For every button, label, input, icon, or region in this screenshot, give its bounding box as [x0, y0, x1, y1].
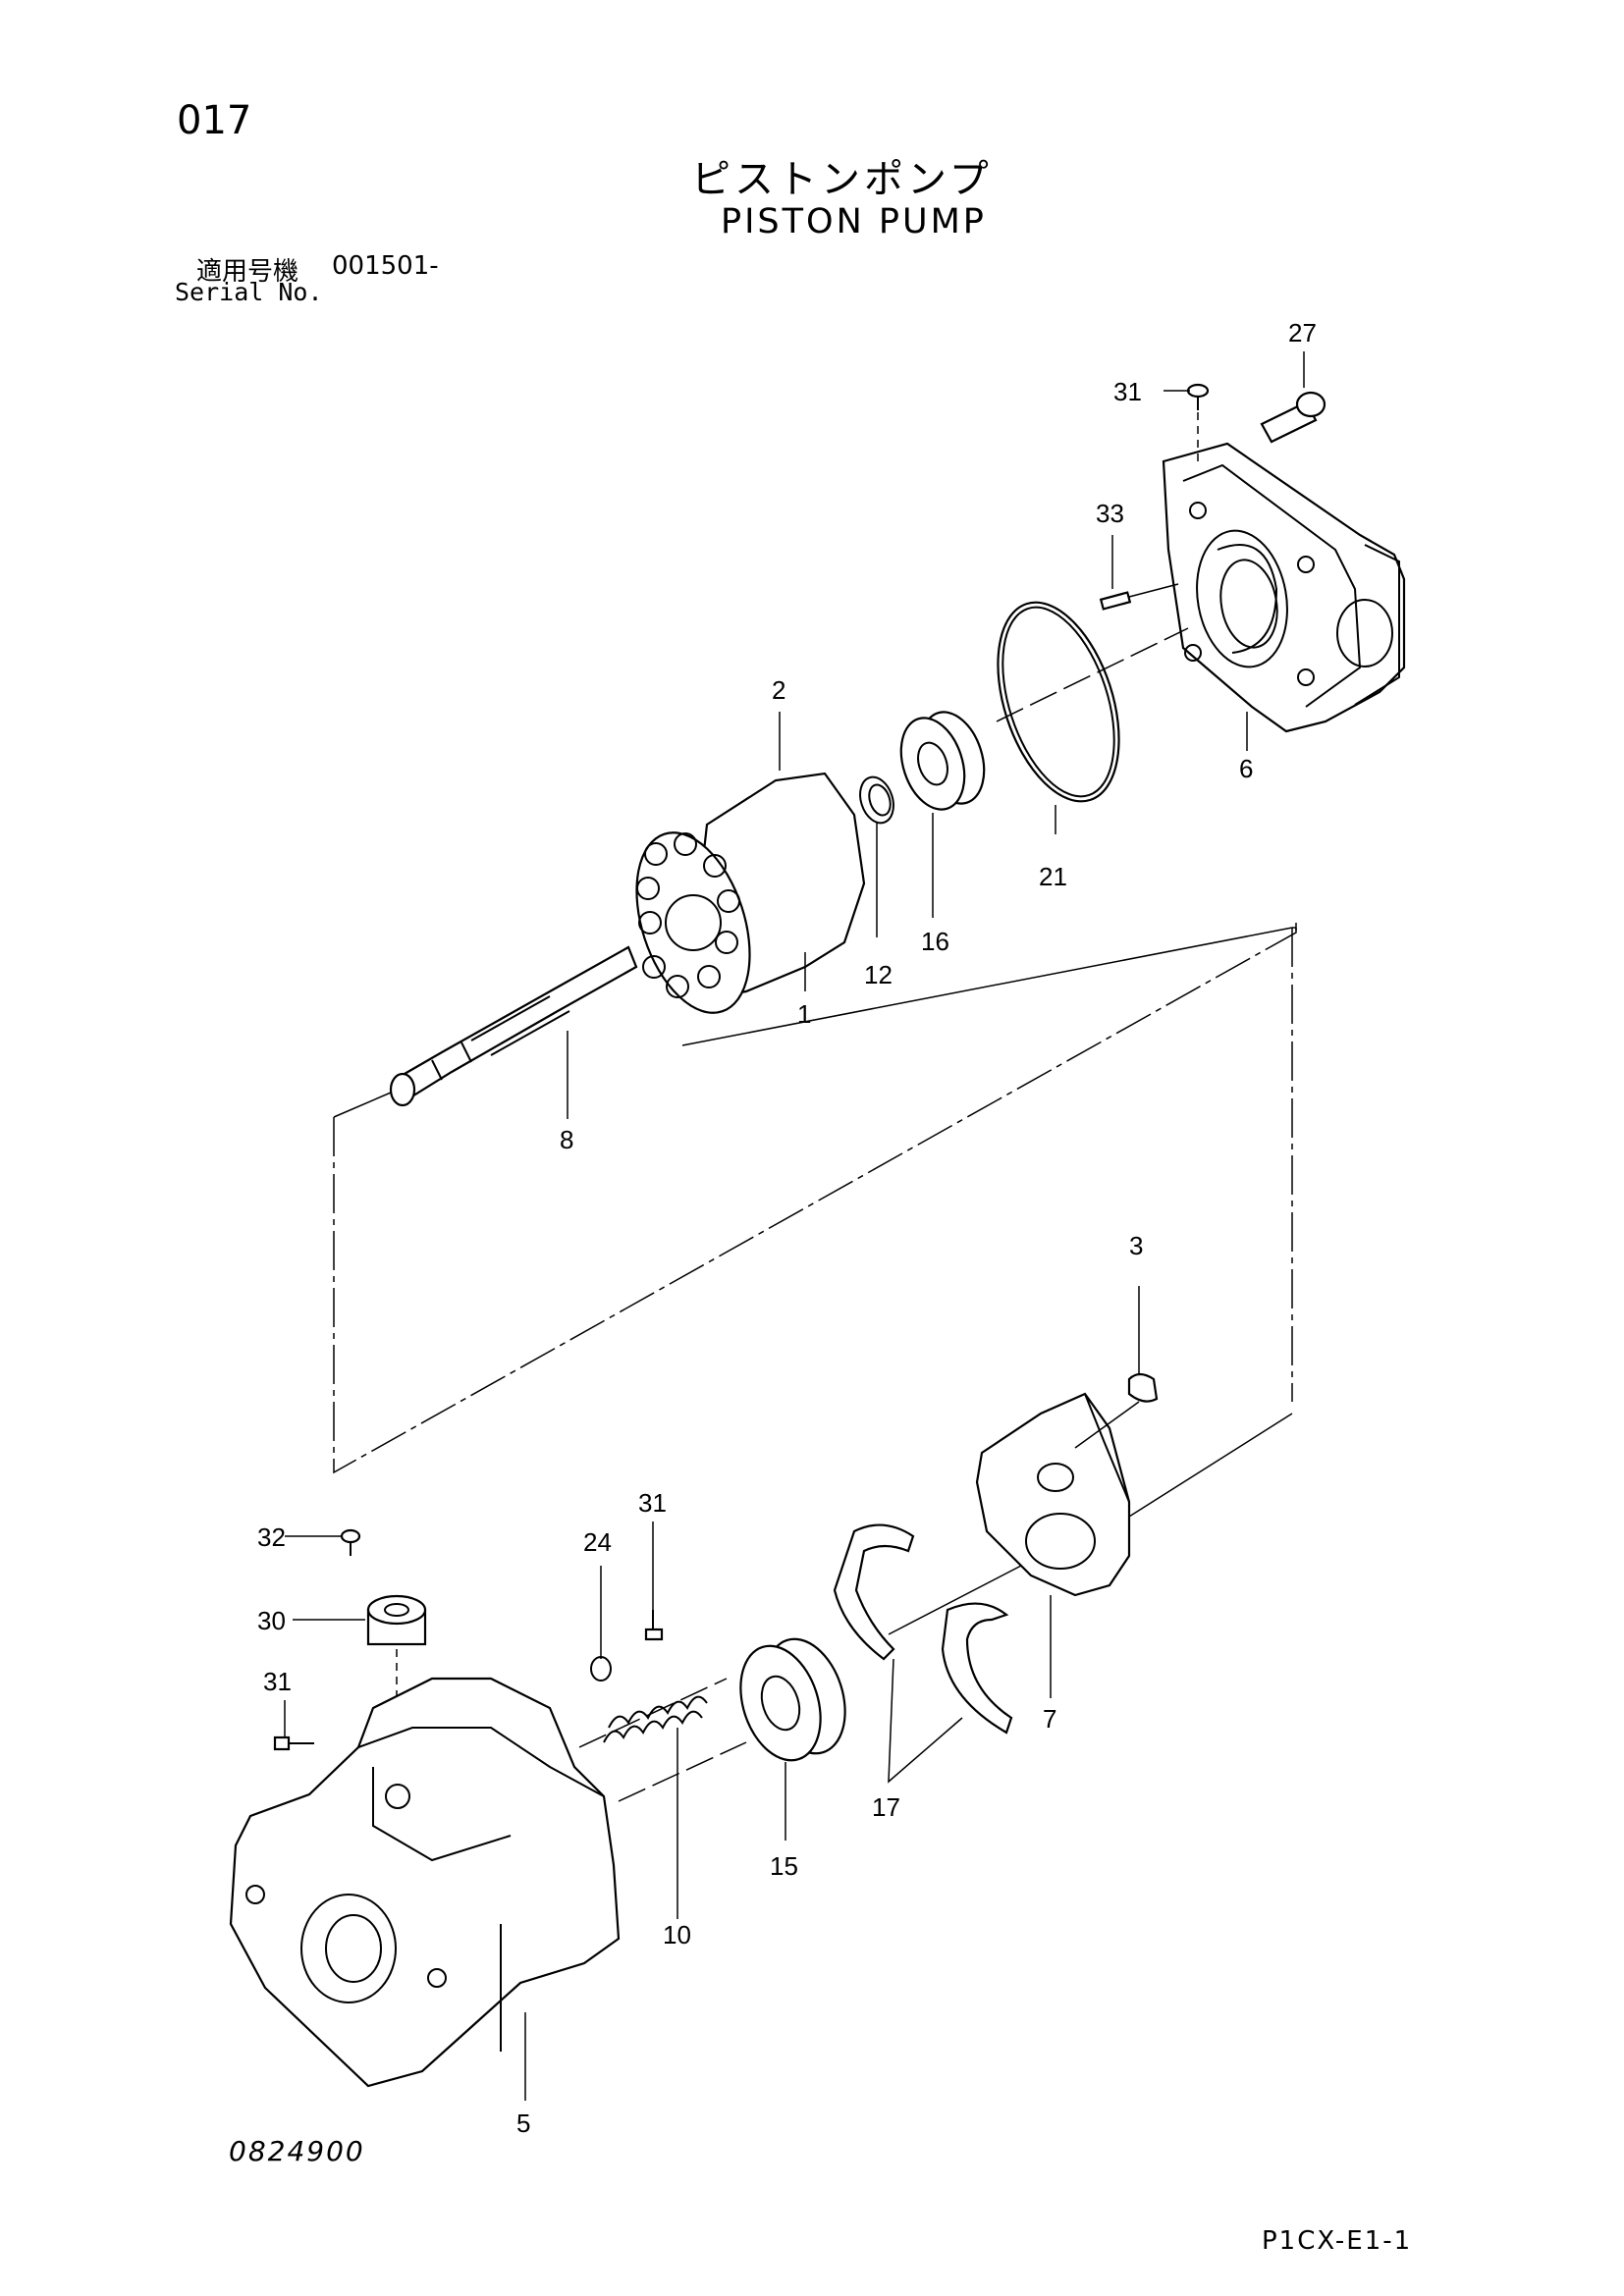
callout-1: 1 — [797, 999, 811, 1029]
callout-32: 32 — [257, 1522, 286, 1552]
part-7-swash-plate — [975, 1392, 1131, 1597]
callout-24: 24 — [583, 1527, 612, 1557]
callout-12: 12 — [864, 960, 893, 989]
callout-27: 27 — [1288, 318, 1317, 347]
part-21-oring — [997, 601, 1120, 803]
serial-value: 001501- — [332, 251, 439, 281]
callout-7: 7 — [1043, 1704, 1056, 1734]
title-japanese: ピストンポンプ — [691, 157, 993, 202]
callout-5: 5 — [516, 2109, 530, 2138]
callout-31-left: 31 — [263, 1667, 292, 1696]
part-2-cylinder-block — [635, 772, 866, 1014]
callout-30: 30 — [257, 1606, 286, 1635]
serial-label-english: Serial No. — [175, 278, 323, 306]
callout-labels: 27 31 33 6 21 2 12 16 1 8 3 32 24 31 30 … — [257, 318, 1317, 2138]
callout-33: 33 — [1096, 499, 1124, 528]
part-15-bearing — [739, 1637, 846, 1762]
callout-10: 10 — [663, 1920, 691, 1949]
part-12-snap-ring — [859, 775, 894, 825]
part-31-screw-mid — [644, 1610, 664, 1641]
part-3-ball — [1127, 1286, 1159, 1403]
callout-21: 21 — [1039, 862, 1067, 891]
part-31-screw-left — [273, 1735, 314, 1751]
part-32-screw — [340, 1528, 361, 1556]
title-english: PISTON PUMP — [721, 202, 987, 241]
sheet-code: P1CX-E1-1 — [1262, 2226, 1413, 2256]
part-27-bolt — [1260, 391, 1326, 444]
part-24-ring — [590, 1656, 612, 1682]
assembly-outline — [333, 923, 1297, 1474]
callout-16: 16 — [921, 927, 949, 956]
callout-8: 8 — [560, 1125, 573, 1154]
drawing-number: 0824900 — [229, 2135, 365, 2167]
leader-lines — [284, 351, 1305, 2101]
part-16-bearing — [899, 711, 986, 811]
part-10-spring — [603, 1695, 708, 1743]
part-17-shoe-upper — [833, 1523, 915, 1661]
part-5-housing — [229, 1677, 621, 2088]
part-33-pin — [1099, 583, 1179, 611]
serial-label-japanese: 適用号機 — [196, 257, 299, 287]
callout-31-top: 31 — [1113, 377, 1142, 406]
callout-17: 17 — [872, 1792, 900, 1822]
callout-3: 3 — [1129, 1231, 1143, 1260]
callout-15: 15 — [770, 1851, 798, 1881]
part-8-shaft — [389, 945, 638, 1107]
callout-6: 6 — [1239, 754, 1253, 783]
part-6-end-cover — [1162, 442, 1406, 733]
callout-2: 2 — [772, 675, 785, 705]
part-30-plug — [366, 1594, 427, 1646]
callout-31-mid: 31 — [638, 1488, 667, 1518]
page-number: 017 — [177, 98, 252, 143]
part-17-shoe-lower — [941, 1602, 1013, 1735]
